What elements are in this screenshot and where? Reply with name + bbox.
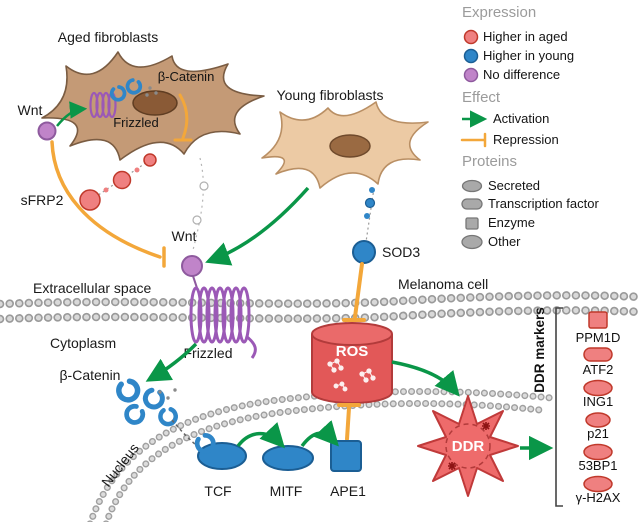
repression-arrow-ape1-ros <box>337 403 361 441</box>
ddr-markers-title: DDR markers <box>532 307 547 393</box>
gh2ax-icon <box>583 475 613 493</box>
ddr-marker-p21: p21 <box>585 412 611 441</box>
wnt-aged-icon <box>37 121 57 141</box>
53bp1-icon <box>583 443 613 461</box>
gh2ax-label: γ-H2AX <box>576 490 621 505</box>
ing1-icon <box>583 379 613 397</box>
sfrp2-secretion-chain <box>79 153 157 211</box>
aged-fibroblasts-label: Aged fibroblasts <box>58 29 158 45</box>
p21-icon <box>585 412 611 428</box>
legend-repression-arrow-icon <box>460 132 487 148</box>
legend-other-icon <box>461 234 483 250</box>
activation-arrow-ros-ddr <box>391 360 460 397</box>
atf2-label: ATF2 <box>583 362 614 377</box>
legend-dot-no-difference-icon <box>463 67 479 83</box>
ddr-marker-gh2ax: γ-H2AX <box>576 475 621 505</box>
legend-dot-higher-in-young-icon <box>463 48 479 64</box>
wnt-secretion-trail <box>192 157 209 251</box>
aged-fibroblast-nucleus <box>132 90 178 116</box>
repression-arrow-sfrp2-wnt <box>50 140 166 268</box>
ape1-label: APE1 <box>330 483 366 499</box>
activation-arrow-frizzled-betacatenin <box>145 342 198 382</box>
legend-expression-title: Expression <box>462 4 536 21</box>
legend-repression-label: Repression <box>493 132 559 147</box>
ros-label: ROS <box>336 343 369 360</box>
ddr-marker-atf2: ATF2 <box>583 347 614 377</box>
legend-no-difference-label: No difference <box>483 67 560 82</box>
ing1-label: ING1 <box>583 394 613 409</box>
legend-other-label: Other <box>488 234 521 249</box>
ddr-markers-bracket <box>555 307 563 507</box>
frizzled-label: Frizzled <box>183 345 232 361</box>
sfrp2-label: sFRP2 <box>21 192 64 208</box>
legend-enzyme-icon <box>465 217 479 230</box>
wnt-icon <box>181 255 203 277</box>
legend-proteins-title: Proteins <box>462 153 517 170</box>
atf2-icon <box>583 347 613 362</box>
repression-arrow-sod3-ros <box>342 262 366 322</box>
wnt-aged-label: Wnt <box>18 102 43 118</box>
p21-label: p21 <box>587 426 609 441</box>
activation-arrow-wnt-frizzled-aged <box>56 101 88 127</box>
ppm1d-label: PPM1D <box>576 330 621 345</box>
ddr-marker-53bp1: 53BP1 <box>578 443 618 473</box>
ros-molecule-doodles <box>327 358 376 392</box>
ppm1d-icon <box>588 311 608 329</box>
legend-activation-label: Activation <box>493 111 549 126</box>
activation-arrow-tcf-mitf <box>236 422 285 449</box>
tcf-icon <box>197 442 247 470</box>
young-fibroblast-nucleus <box>329 134 371 158</box>
sod3-label: SOD3 <box>382 244 420 260</box>
legend-transcription-factor-icon <box>461 198 483 210</box>
legend-secreted-icon <box>461 179 483 193</box>
legend-transcription-factor-label: Transcription factor <box>488 196 599 211</box>
frizzled-receptor-icon <box>189 286 257 359</box>
legend-secreted-label: Secreted <box>488 178 540 193</box>
ddr-marker-ing1: ING1 <box>583 379 613 409</box>
sod3-icon <box>352 240 376 264</box>
ape1-icon <box>330 440 362 472</box>
legend-effect-title: Effect <box>462 89 501 106</box>
mitf-label: MITF <box>270 483 303 499</box>
frizzled-aged-label: Frizzled <box>113 115 159 130</box>
wnt-label: Wnt <box>172 228 197 244</box>
young-fibroblasts-label: Young fibroblasts <box>277 87 384 103</box>
tcf-label: TCF <box>204 483 231 499</box>
legend-dot-higher-in-aged-icon <box>463 29 479 45</box>
legend: Expression Higher in aged Higher in youn… <box>460 4 599 250</box>
tcf-protein <box>195 433 247 470</box>
legend-higher-in-aged-label: Higher in aged <box>483 29 568 44</box>
cytoplasm-label: Cytoplasm <box>50 335 116 351</box>
legend-enzyme-label: Enzyme <box>488 215 535 230</box>
melanoma-cell-label: Melanoma cell <box>398 276 488 292</box>
repression-arrow-betacatenin-sfrp2 <box>173 93 193 142</box>
beta-catenin-aged-label: β-Catenin <box>158 69 215 84</box>
53bp1-label: 53BP1 <box>578 458 617 473</box>
extracellular-space-label: Extracellular space <box>33 280 151 296</box>
plasma-membrane <box>0 291 641 324</box>
wnt-stem <box>192 275 198 289</box>
aged-fibroblast <box>41 51 265 161</box>
dna-damage-marks-icon <box>448 422 490 470</box>
activation-arrow-young-wnt <box>205 186 310 266</box>
ddr-marker-ppm1d: PPM1D <box>576 311 621 345</box>
young-fibroblast <box>261 101 429 189</box>
beta-catenin-label: β-Catenin <box>60 367 121 383</box>
beta-catenin-crescents-aged-icon <box>108 77 158 104</box>
sod3-secretion-chain <box>352 187 376 264</box>
activation-arrow-mitf-ape1 <box>300 420 339 448</box>
ddr-label: DDR <box>452 438 485 455</box>
mitf-icon <box>262 445 314 471</box>
legend-higher-in-young-label: Higher in young <box>483 48 574 63</box>
ddr-star: DDR <box>417 395 519 497</box>
beta-catenin-crescents-icon <box>117 380 177 426</box>
nucleus-label: Nucleus <box>98 440 142 490</box>
ros-cylinder: ROS <box>311 322 393 404</box>
